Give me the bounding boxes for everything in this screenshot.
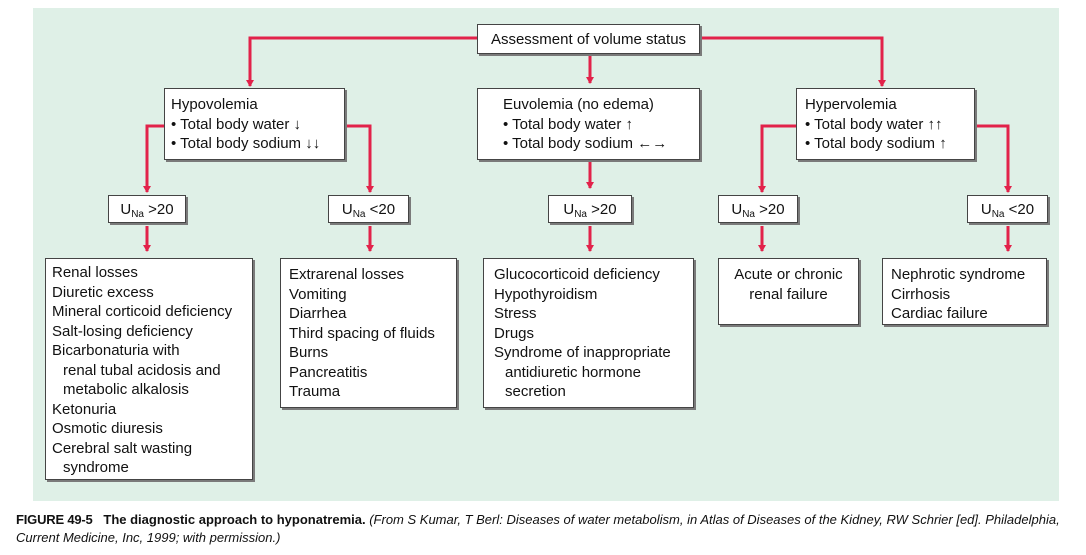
hypervolemia-water: • Total body water ↑↑	[805, 115, 943, 133]
euvolemia-sodium: • Total body sodium ←→	[503, 135, 668, 152]
figure-title: The diagnostic approach to hyponatremia.	[103, 512, 366, 527]
outcome-line: Extrarenal losses	[289, 266, 405, 283]
outcome-line: Salt-losing deficiency	[52, 322, 193, 340]
hypervolemia-node: Hypervolemia • Total body water ↑↑ • Tot…	[796, 88, 975, 160]
figure-number: FIGURE 49-5	[16, 512, 93, 527]
outcome-line: Trauma	[289, 383, 341, 400]
outcome-line: Renal losses	[52, 264, 138, 281]
outcome-renal-losses: Renal losses Diuretic excess Mineral cor…	[45, 258, 253, 480]
outcome-line: Hypothyroidism	[494, 285, 598, 303]
una-test-5: UNa <20	[967, 195, 1048, 223]
outcome-line: Cerebral salt wasting	[52, 439, 193, 457]
outcome-line: Burns	[289, 344, 329, 361]
hypervolemia-sodium: • Total body sodium ↑	[805, 135, 947, 152]
outcome-euvolemic-causes: Glucocorticoid deficiency Hypothyroidism…	[483, 258, 694, 408]
una-test-2: UNa <20	[328, 195, 409, 223]
hypervolemia-title: Hypervolemia	[805, 96, 897, 113]
arrow-root-hypervolemia	[700, 36, 886, 87]
una-test-3: UNa >20	[548, 195, 632, 223]
outcome-line: Drugs	[494, 324, 535, 342]
outcome-line: syndrome	[63, 459, 129, 476]
arrow-hypo-una-high	[143, 124, 165, 193]
una-value-3: >20	[591, 201, 617, 218]
outcome-line: renal tubal acidosis and	[63, 361, 221, 379]
hypovolemia-title: Hypovolemia	[171, 96, 258, 113]
outcome-line: Diuretic excess	[52, 283, 154, 301]
root-node: Assessment of volume status	[477, 24, 700, 54]
hypovolemia-node: Hypovolemia • Total body water ↓ • Total…	[164, 88, 345, 160]
hypovolemia-sodium: • Total body sodium ↓↓	[171, 135, 321, 152]
arrow-hypo-una-low	[345, 124, 374, 193]
outcome-line: Cirrhosis	[891, 285, 951, 303]
outcome-line: antidiuretic hormone	[505, 363, 641, 381]
una-value-4: >20	[759, 201, 785, 218]
outcome-renal-failure: Acute or chronic renal failure	[718, 258, 859, 325]
root-label: Assessment of volume status	[490, 31, 687, 48]
outcome-line: Bicarbonaturia with	[52, 342, 180, 359]
outcome-line: Glucocorticoid deficiency	[494, 266, 660, 283]
una-test-4: UNa >20	[718, 195, 798, 223]
outcome-line: Mineral corticoid deficiency	[52, 303, 233, 320]
una-value-2: <20	[369, 201, 396, 218]
outcome-line: Osmotic diuresis	[52, 420, 163, 437]
una-value-1: >20	[148, 201, 174, 218]
outcome-line: Cardiac failure	[891, 305, 988, 322]
una-value-5: <20	[1008, 201, 1035, 218]
outcome-edematous-states: Nephrotic syndrome Cirrhosis Cardiac fai…	[882, 258, 1047, 325]
outcome-line: Pancreatitis	[289, 363, 368, 381]
arrow-hyper-una-high	[758, 124, 796, 193]
euvolemia-node: Euvolemia (no edema) • Total body water …	[477, 88, 700, 160]
arrow-root-hypovolemia	[246, 36, 477, 87]
euvolemia-water: • Total body water ↑	[503, 115, 634, 133]
euvolemia-title: Euvolemia (no edema)	[503, 96, 654, 113]
outcome-line: Syndrome of inappropriate	[494, 344, 671, 361]
una-test-1: UNa >20	[108, 195, 186, 223]
outcome-line: Acute or chronic	[734, 266, 843, 283]
outcome-line: renal failure	[749, 285, 828, 303]
outcome-line: secretion	[505, 383, 566, 400]
outcome-line: Nephrotic syndrome	[891, 266, 1026, 283]
outcome-line: Stress	[494, 305, 537, 322]
outcome-line: Vomiting	[289, 285, 347, 303]
outcome-line: Third spacing of fluids	[289, 324, 435, 342]
figure-source: (From S Kumar, T Berl: Diseases of water…	[16, 512, 1060, 545]
figure-caption: FIGURE 49-5 The diagnostic approach to h…	[16, 511, 1078, 547]
arrow-hyper-una-low	[975, 124, 1012, 193]
outcome-extrarenal-losses: Extrarenal losses Vomiting Diarrhea Thir…	[280, 258, 457, 408]
outcome-line: Diarrhea	[289, 305, 347, 322]
outcome-line: Ketonuria	[52, 400, 117, 418]
hypovolemia-water: • Total body water ↓	[171, 115, 302, 133]
outcome-line: metabolic alkalosis	[63, 381, 189, 398]
